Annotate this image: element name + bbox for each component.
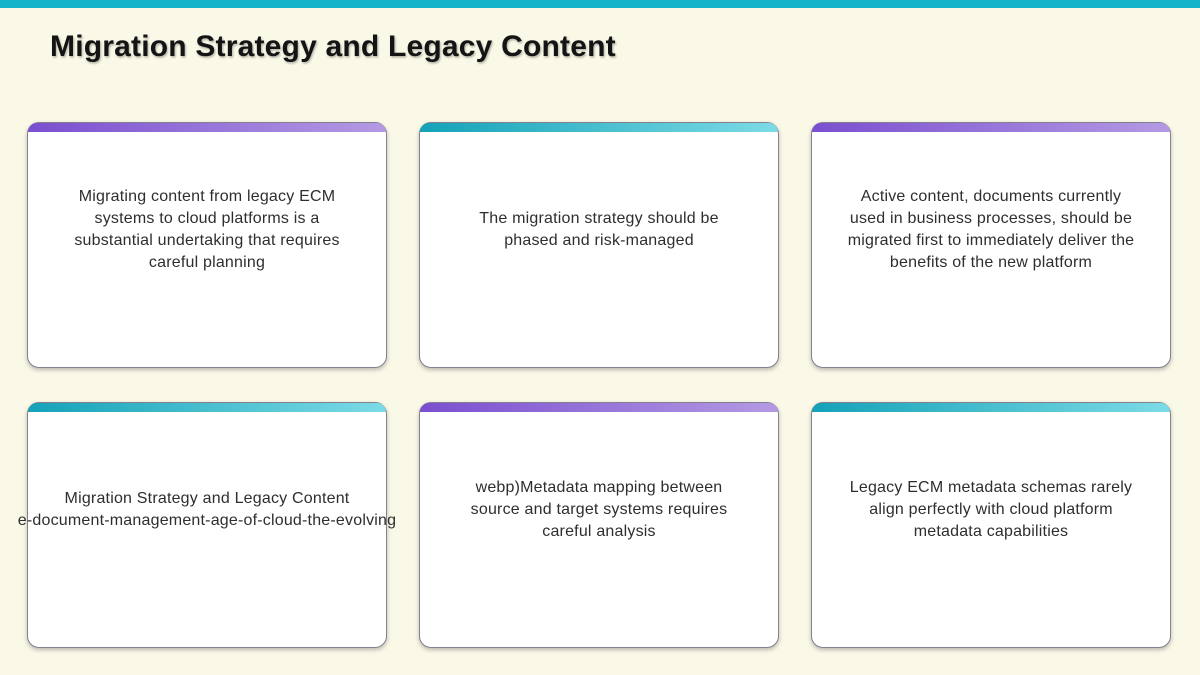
card-accent-bar	[28, 403, 386, 412]
card-accent-bar	[28, 123, 386, 132]
card-text: Migration Strategy and Legacy Content e-…	[18, 488, 396, 532]
card-body: Migration Strategy and Legacy Content e-…	[18, 412, 396, 608]
card-migration-strategy-phased: The migration strategy should be phased …	[419, 122, 779, 368]
page-title: Migration Strategy and Legacy Content	[50, 30, 616, 63]
card-text: webp)Metadata mapping between source and…	[470, 479, 728, 540]
card-active-content: Active content, documents currently used…	[811, 122, 1171, 368]
card-legacy-ecm-schemas: Legacy ECM metadata schemas rarely align…	[811, 402, 1171, 648]
card-accent-bar	[812, 123, 1170, 132]
card-accent-bar	[420, 123, 778, 132]
card-accent-bar	[812, 403, 1170, 412]
card-body: Legacy ECM metadata schemas rarely align…	[812, 412, 1170, 608]
card-text: Active content, documents currently used…	[847, 188, 1135, 271]
card-accent-bar	[420, 403, 778, 412]
card-text: Migrating content from legacy ECM system…	[74, 188, 340, 271]
card-body: Active content, documents currently used…	[812, 132, 1170, 328]
card-body: Migrating content from legacy ECM system…	[28, 132, 386, 328]
top-accent-bar	[0, 0, 1200, 8]
card-migrating-content: Migrating content from legacy ECM system…	[27, 122, 387, 368]
card-text-main: Migration Strategy and Legacy Content	[64, 490, 350, 507]
card-text: The migration strategy should be phased …	[479, 210, 719, 249]
cards-grid: Migrating content from legacy ECM system…	[18, 122, 1171, 648]
card-text: Legacy ECM metadata schemas rarely align…	[849, 479, 1133, 540]
card-migration-strategy-legacy: Migration Strategy and Legacy Content e-…	[18, 402, 396, 648]
card-metadata-mapping: webp)Metadata mapping between source and…	[419, 402, 779, 648]
card-overflow-text: e-document-management-age-of-cloud-the-e…	[17, 512, 397, 529]
card-body: webp)Metadata mapping between source and…	[420, 412, 778, 608]
card-body: The migration strategy should be phased …	[420, 132, 778, 328]
